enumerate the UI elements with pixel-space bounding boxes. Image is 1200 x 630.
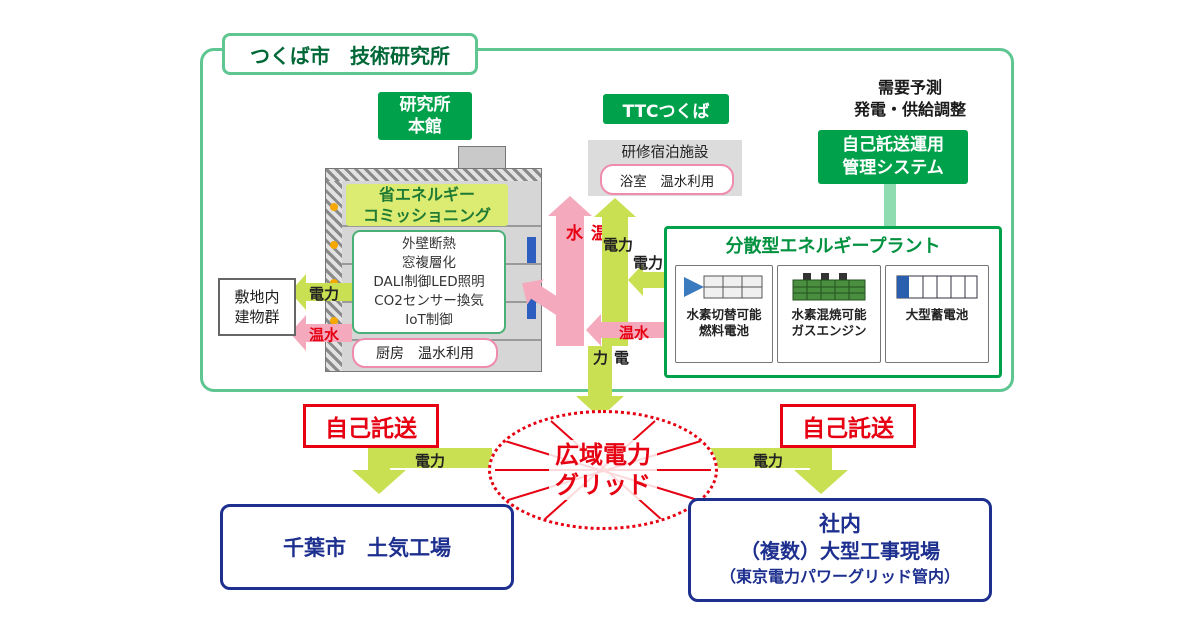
plant-title: 分散型エネルギープラント <box>725 236 941 257</box>
bath-hot-water-text: 浴室 温水利用 <box>619 173 715 190</box>
gas-engine-icon <box>792 273 866 301</box>
measures-box: 外壁断熱 窓複層化 DALI制御LED照明 CO2センサー換気 IoT制御 <box>352 230 506 334</box>
fuel-cell-icon <box>684 275 763 299</box>
forecast-text-lines: 需要予測 発電・供給調整 <box>853 78 966 119</box>
measure-item: 窓複層化 <box>402 254 456 271</box>
self-consignment-right: 自己託送 <box>780 404 916 448</box>
electricity-label: 電力 <box>632 254 663 272</box>
forecast-text: 需要予測 発電・供給調整 <box>826 76 994 122</box>
plant-item-label: 水素切替可能 燃料電池 <box>686 307 762 338</box>
kitchen-hot-water-box: 厨房 温水利用 <box>352 338 498 368</box>
research-building-label: 研究所 本館 <box>378 92 472 140</box>
building-window <box>527 237 536 263</box>
building-top-hatch <box>326 169 541 181</box>
ttc-label: TTCつくば <box>603 94 729 124</box>
light-icon <box>330 203 338 211</box>
factory-box-text: 千葉市 土気工場 <box>283 536 451 560</box>
light-icon <box>330 241 338 249</box>
electricity-label: 電力 <box>414 452 445 470</box>
commissioning-label: 省エネルギー コミッショニング <box>346 184 508 226</box>
management-system-box: 自己託送運用 管理システム <box>818 130 968 184</box>
factory-box: 千葉市 土気工場 <box>220 504 514 590</box>
construction-sites-line3: （東京電力パワーグリッド管内） <box>719 567 960 586</box>
campus-title: つくば市 技術研究所 <box>222 33 478 75</box>
bath-hot-water-box: 浴室 温水利用 <box>600 164 734 195</box>
electricity-label: 電力 <box>602 236 633 254</box>
campus-title-text: つくば市 技術研究所 <box>250 43 450 68</box>
battery-icon <box>896 275 978 299</box>
commissioning-text: 省エネルギー コミッショニング <box>362 185 491 225</box>
wide-area-grid-text: 広域電力 グリッド <box>549 440 657 500</box>
measure-item: 外壁断熱 <box>402 235 456 252</box>
lodging-title: 研修宿泊施設 <box>621 144 709 161</box>
management-system-text: 自己託送運用 管理システム <box>842 135 944 178</box>
hot-water-label: 温水 <box>308 326 339 344</box>
self-consignment-text: 自己託送 <box>325 416 417 442</box>
wide-area-grid-ellipse: 広域電力 グリッド <box>488 410 718 530</box>
measure-item: DALI制御LED照明 <box>373 273 485 290</box>
construction-sites-line2: （複数）大型工事現場 <box>740 539 940 563</box>
plant-item-label: 大型蓄電池 <box>905 307 969 322</box>
plant-item-battery: 大型蓄電池 <box>885 265 989 363</box>
self-consignment-left: 自己託送 <box>303 404 439 448</box>
management-plant-connector <box>884 184 896 230</box>
plant-item-fuel-cell: 水素切替可能 燃料電池 <box>675 265 773 363</box>
ttc-label-text: TTCつくば <box>622 101 710 122</box>
plant-box: 分散型エネルギープラント 水素切替可能 燃料電池 <box>664 226 1002 378</box>
electricity-label: 電力 <box>752 452 783 470</box>
plant-item-label: 水素混焼可能 ガスエンジン <box>791 307 867 338</box>
light-icon <box>330 317 338 325</box>
floor-line <box>342 225 541 227</box>
measure-item: CO2センサー換気 <box>374 292 484 309</box>
research-building-label-text: 研究所 本館 <box>399 95 451 137</box>
building-window <box>527 293 536 319</box>
measure-item: IoT制御 <box>405 311 453 328</box>
site-buildings-box: 敷地内 建物群 <box>218 278 296 336</box>
kitchen-hot-water-text: 厨房 温水利用 <box>376 346 474 362</box>
plant-item-gas-engine: 水素混焼可能 ガスエンジン <box>777 265 881 363</box>
electricity-label: 電力 <box>591 350 630 366</box>
hot-water-label: 温水 <box>618 324 649 342</box>
site-buildings-text: 敷地内 建物群 <box>234 288 280 326</box>
electricity-label: 電力 <box>308 285 339 303</box>
construction-sites-line1: 社内 <box>819 512 861 536</box>
lodging-box: 研修宿泊施設 浴室 温水利用 <box>588 140 742 196</box>
construction-sites-box: 社内 （複数）大型工事現場 （東京電力パワーグリッド管内） <box>688 498 992 602</box>
self-consignment-text: 自己託送 <box>802 416 894 442</box>
